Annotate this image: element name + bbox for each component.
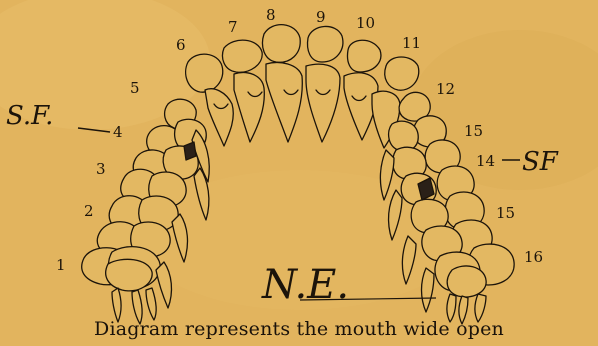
- tooth-number: 11: [402, 34, 421, 52]
- tooth-number: 1: [56, 256, 66, 274]
- tooth-number: 7: [228, 18, 238, 36]
- tooth-number: 4: [113, 123, 123, 141]
- left-sf-annotation: S.F.: [6, 101, 53, 131]
- tooth-number: 6: [176, 36, 186, 54]
- tooth-number: 8: [266, 6, 276, 24]
- tooth-number: 5: [130, 79, 140, 97]
- tooth-number: 14: [476, 152, 495, 170]
- tooth-number: 16: [524, 248, 543, 266]
- tooth-number: 15: [496, 204, 515, 222]
- diagram-caption: Diagram represents the mouth wide open: [0, 318, 598, 340]
- tooth-crown: [385, 57, 419, 90]
- right-sf-annotation: SF: [522, 147, 559, 177]
- tooth-crown: [186, 54, 223, 92]
- tooth-number: 15: [464, 122, 483, 140]
- tooth-number: 2: [84, 202, 94, 220]
- tooth-crown: [348, 40, 381, 72]
- tooth-crown: [263, 25, 301, 63]
- tooth-number: 9: [316, 8, 326, 26]
- tooth-number: 10: [356, 14, 375, 32]
- tooth-number: 3: [96, 160, 106, 178]
- tooth-number: 12: [436, 80, 455, 98]
- center-initials: N.E.: [261, 262, 349, 308]
